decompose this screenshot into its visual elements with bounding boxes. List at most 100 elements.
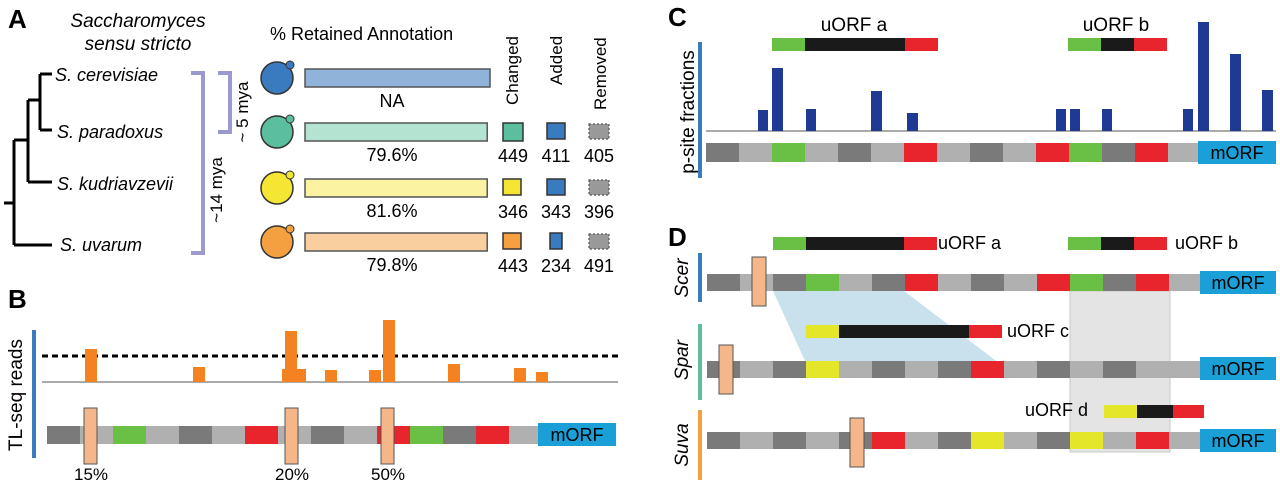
tss-marker [849, 417, 865, 468]
codon-block [146, 426, 179, 444]
codon-block [1135, 143, 1168, 162]
panel-d-label: D [668, 222, 687, 252]
species-tag: Spar [672, 339, 693, 380]
tl-seq-bar [193, 367, 205, 382]
codon-block [1037, 274, 1070, 291]
removed-square [588, 179, 610, 196]
codon-block [509, 426, 542, 444]
changed-square [502, 122, 524, 142]
retained-bar [304, 68, 491, 88]
codon-block [179, 426, 212, 444]
p-site-bars [758, 22, 1273, 131]
changed-count: 346 [498, 202, 528, 222]
large-divergence-bracket [191, 71, 205, 255]
tl-seq-bars [85, 320, 548, 382]
codon-block [971, 361, 1004, 378]
tss-pct: 50% [371, 465, 405, 484]
p-site-bar [1198, 22, 1209, 131]
p-site-bar [907, 113, 918, 131]
bud-circle [285, 114, 295, 124]
uorf-b-label: uORF b [1083, 15, 1150, 36]
transcript-track [47, 426, 542, 444]
p-site-bar [1230, 54, 1241, 131]
uorf-segment [1104, 405, 1137, 418]
added-header: Added [547, 36, 566, 85]
codon-block [838, 143, 871, 162]
species-label: S. cerevisiae [55, 65, 158, 85]
codon-block [245, 426, 278, 444]
changed-count: 443 [498, 256, 528, 276]
codon-block [773, 274, 806, 291]
panel-b: B TL-seq reads mORF 15% 20% 50% [6, 284, 618, 484]
tss-marker [751, 256, 767, 307]
codon-block [872, 274, 905, 291]
codon-block [904, 143, 937, 162]
codon-block [905, 361, 938, 378]
codon-block [1103, 432, 1136, 449]
species-tag: Suva [672, 423, 693, 466]
morf-label: mORF [551, 425, 604, 445]
added-square [546, 122, 566, 140]
retained-pct: NA [379, 91, 404, 111]
tl-seq-bar [383, 320, 395, 382]
clade-title-line1: Saccharomyces [70, 11, 206, 32]
codon-block [1136, 361, 1169, 378]
morf-box [1198, 141, 1276, 164]
codon-block [1168, 143, 1201, 162]
codon-block [739, 143, 772, 162]
uorf-segment [1173, 405, 1204, 418]
tl-seq-bar [536, 372, 548, 382]
p-site-bar [1102, 109, 1112, 131]
codon-block [871, 143, 904, 162]
tl-seq-bar [369, 370, 381, 382]
codon-block [839, 274, 872, 291]
panel-d: D Scer Spar Suva uORF a uORF b uORF c uO… [668, 222, 1276, 480]
codon-block [805, 143, 838, 162]
small-divergence-bracket [218, 71, 232, 134]
removed-square [588, 233, 610, 250]
codon-block [1169, 361, 1202, 378]
uorf-bars [772, 38, 1167, 51]
codon-block [1003, 143, 1036, 162]
codon-block [707, 274, 740, 291]
added-count: 234 [541, 256, 571, 276]
codon-block [872, 432, 905, 449]
added-square [549, 232, 563, 250]
retained-bar [304, 122, 488, 142]
tl-seq-bar [448, 364, 460, 382]
added-square [546, 178, 566, 196]
uorf-segment [1101, 38, 1134, 51]
codon-block [410, 426, 443, 444]
uorf-bars [773, 237, 1204, 418]
species-circle [260, 225, 294, 259]
codon-block [938, 361, 971, 378]
codon-block [1037, 432, 1070, 449]
mya-large-label: ~14 mya [207, 157, 226, 223]
codon-block [806, 361, 839, 378]
transcript-tracks [707, 274, 1202, 449]
codon-block [1037, 361, 1070, 378]
codon-block [113, 426, 146, 444]
codon-block [1070, 361, 1103, 378]
codon-block [971, 274, 1004, 291]
removed-header: Removed [591, 37, 610, 110]
tl-seq-bar [85, 349, 97, 382]
codon-block [938, 432, 971, 449]
codon-block [806, 274, 839, 291]
p-site-axis-label: p-site fractions [678, 50, 699, 174]
p-site-bar [758, 110, 768, 131]
uorf-segment [1068, 237, 1101, 250]
p-site-bar [1262, 90, 1273, 131]
codon-block [1070, 274, 1103, 291]
bud-circle [285, 60, 295, 70]
codon-block [1070, 432, 1103, 449]
codon-block [740, 432, 773, 449]
panel-a: A Saccharomyces sensu stricto S. cerevis… [4, 4, 614, 276]
retained-pct: 79.6% [366, 145, 417, 165]
uorf-segment [1101, 237, 1134, 250]
changed-count: 449 [498, 146, 528, 166]
p-site-bar [1056, 109, 1066, 131]
codon-block [1102, 143, 1135, 162]
